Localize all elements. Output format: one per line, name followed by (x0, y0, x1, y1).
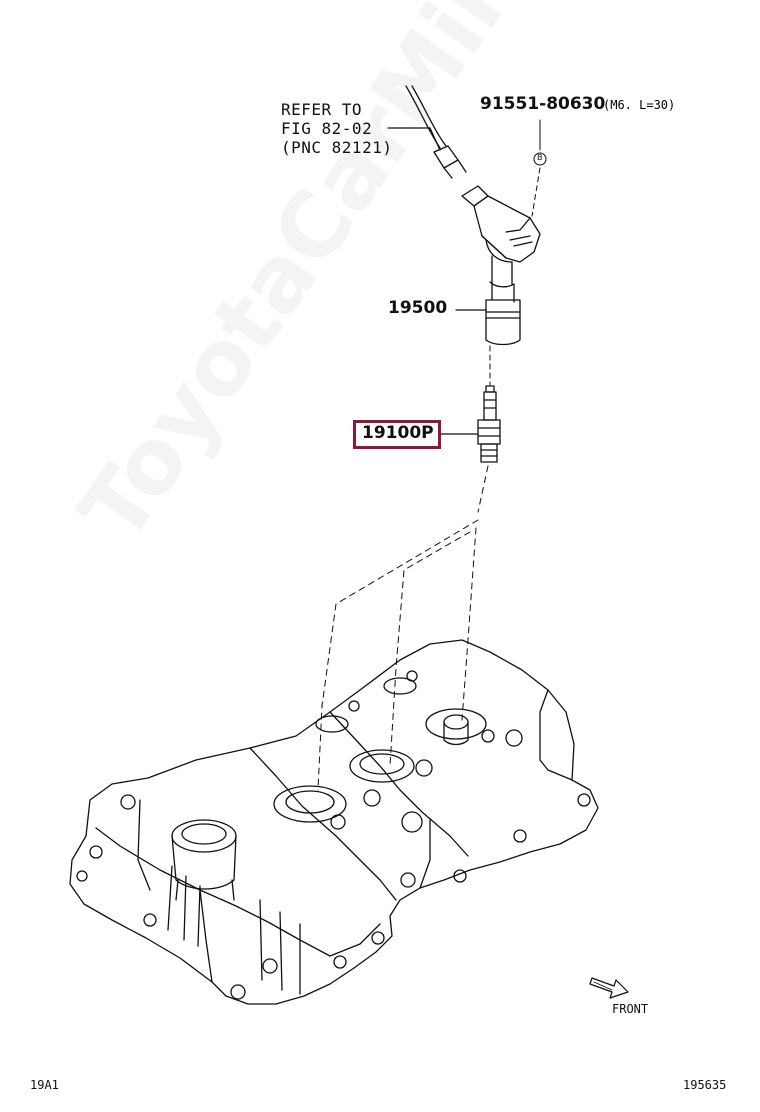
ignition-coil (461, 185, 541, 346)
diagram-code-left: 19A1 (30, 1078, 59, 1092)
valve-cover (69, 639, 599, 1005)
plug-part-number[interactable]: 19100P (362, 423, 434, 443)
oil-filler-neck (171, 819, 237, 901)
diagram-code-right: 195635 (683, 1078, 727, 1092)
bolt-marker-letter: B (537, 153, 543, 162)
front-arrow-icon (589, 977, 629, 999)
bolt-holes (76, 670, 591, 1000)
coil-part-number[interactable]: 19500 (388, 298, 448, 318)
refer-line-2: FIG 82-02 (281, 119, 373, 138)
front-label: FRONT (612, 1002, 649, 1016)
refer-line-3: (PNC 82121) (281, 138, 393, 157)
spark-plug-bores (273, 677, 487, 823)
highlight-box (353, 420, 441, 449)
wire-harness (405, 85, 467, 179)
spark-plug (477, 345, 501, 463)
bolt-spec: (M6. L=30) (603, 98, 676, 112)
refer-line-1: REFER TO (281, 100, 363, 119)
installation-dashed-lines (317, 465, 489, 791)
bolt-marker-circle (533, 152, 547, 166)
bolt-part-number[interactable]: 91551-80630 (480, 94, 606, 114)
bolt-dashed-line (531, 119, 541, 217)
